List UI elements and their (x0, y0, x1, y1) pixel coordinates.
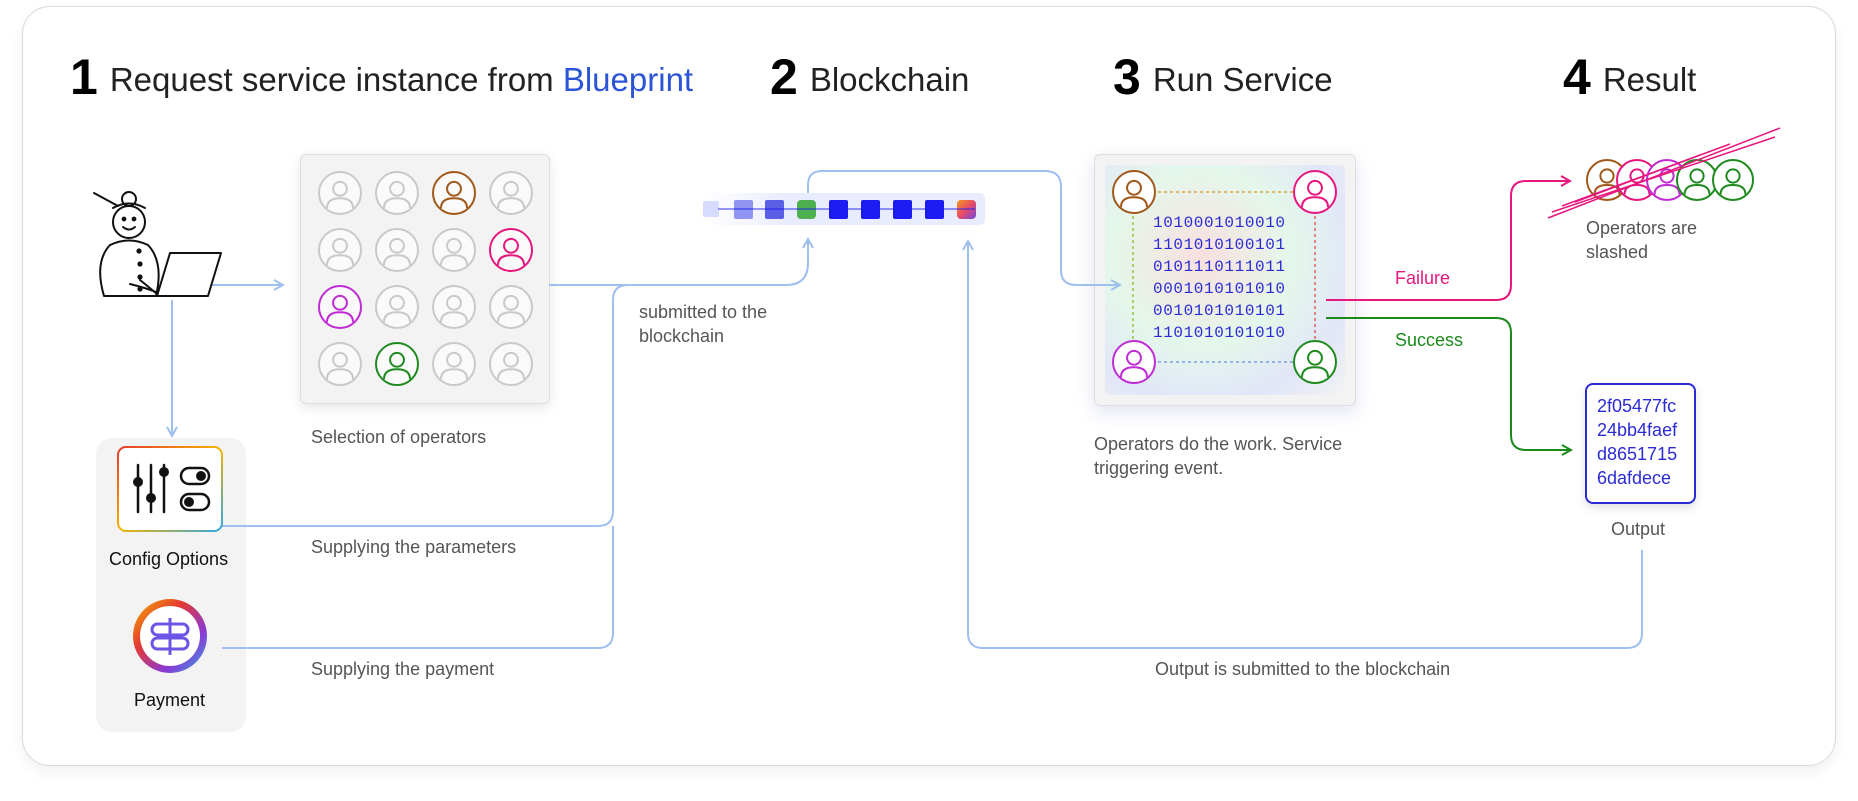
operator-avatar-icon (489, 171, 533, 215)
operator-avatar-icon (432, 285, 476, 329)
operator-network (1132, 191, 1316, 363)
operator-avatar-icon (318, 171, 362, 215)
operator-avatar-icon (318, 228, 362, 272)
operator-avatar-icon (1712, 159, 1754, 201)
operator-avatar-icon (318, 342, 362, 386)
operator-avatar-icon (375, 228, 419, 272)
operator-avatar-icon (318, 285, 362, 329)
supplying-payment-label: Supplying the payment (311, 659, 495, 679)
payment-icon (133, 599, 207, 673)
operator-avatar-icon (489, 342, 533, 386)
operator-avatar-icon (1293, 340, 1337, 384)
operator-avatar-icon (432, 228, 476, 272)
failure-label: Failure (1395, 268, 1451, 288)
person-with-laptop-icon (93, 191, 222, 297)
output-submitted-label: Output is submitted to the blockchain (1155, 659, 1451, 679)
payment-label: Payment (134, 690, 206, 710)
operator-avatar-icon (489, 228, 533, 272)
operator-avatar-icon (1112, 340, 1156, 384)
operator-avatar-icon (432, 342, 476, 386)
operator-avatar-icon (375, 342, 419, 386)
success-label: Success (1395, 330, 1464, 350)
operator-avatar-icon (489, 285, 533, 329)
config-sliders-icon (117, 446, 223, 532)
operator-avatar-icon (432, 171, 476, 215)
operator-avatar-icon (375, 171, 419, 215)
operator-avatar-icon (1293, 170, 1337, 214)
output-label: Output (1611, 519, 1666, 539)
supplying-parameters-label: Supplying the parameters (311, 537, 517, 557)
operator-avatar-icon (375, 285, 419, 329)
selection-label: Selection of operators (311, 427, 487, 447)
config-options-label: Config Options (109, 549, 229, 569)
operator-avatar-icon (1112, 170, 1156, 214)
blockchain-icon (700, 193, 985, 225)
output-hash-box (1585, 383, 1696, 504)
